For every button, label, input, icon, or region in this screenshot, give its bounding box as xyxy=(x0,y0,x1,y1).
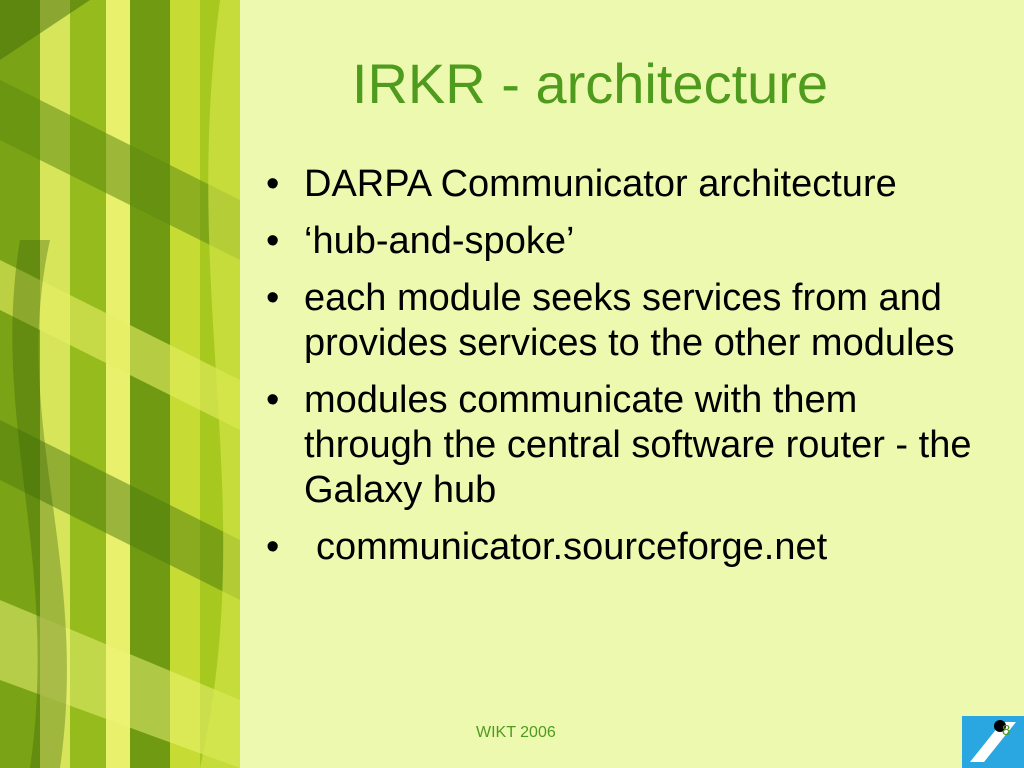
slide-title: IRKR - architecture xyxy=(351,52,829,115)
wikt-logo-icon xyxy=(962,716,1024,768)
footer-text: WIKT 2006 xyxy=(476,724,556,741)
bullet-item: • DARPA Communicator architecture xyxy=(262,162,982,207)
bullet-item: • modules communicate with them through … xyxy=(262,378,982,513)
bullet-text: each module seeks services from and prov… xyxy=(304,277,955,364)
decorative-side-art xyxy=(0,0,240,768)
bullet-dot-icon: • xyxy=(266,526,280,568)
bullet-dot-icon: • xyxy=(266,277,280,319)
bullet-list: • DARPA Communicator architecture • ‘hub… xyxy=(262,162,982,582)
bullet-text: ‘hub-and-spoke’ xyxy=(304,220,575,262)
bullet-dot-icon: • xyxy=(266,163,280,205)
bullet-text: modules communicate with them through th… xyxy=(304,379,972,511)
bullet-item: • ‘hub-and-spoke’ xyxy=(262,219,982,264)
bullet-text-link: communicator.sourceforge.net xyxy=(316,526,828,568)
bullet-dot-icon: • xyxy=(266,379,280,421)
bullet-item: • each module seeks services from and pr… xyxy=(262,276,982,366)
bullet-item: • communicator.sourceforge.net xyxy=(262,525,982,570)
page-number: 8 xyxy=(1002,722,1011,739)
bullet-text: DARPA Communicator architecture xyxy=(304,163,897,205)
bullet-dot-icon: • xyxy=(266,220,280,262)
